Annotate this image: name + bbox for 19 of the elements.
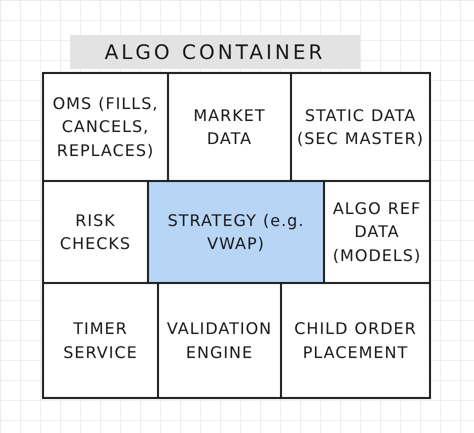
- component-box: [147, 180, 325, 284]
- component-box: [290, 72, 431, 182]
- component-box: [167, 72, 292, 182]
- box-label: MARKET DATA: [192, 104, 267, 150]
- box-label: OMS (FILLS, CANCELS, REPLACES): [52, 93, 160, 162]
- container-title: ALGO CONTAINER: [70, 35, 360, 69]
- box-label: TIMER SERVICE: [62, 318, 139, 364]
- box-label: STATIC DATA (SEC MASTER): [296, 104, 425, 150]
- box-label: ALGO REF DATA (MODELS): [332, 198, 422, 267]
- box-label: STRATEGY (e.g. VWAP): [166, 210, 306, 255]
- component-box: [42, 282, 159, 399]
- box-label: RISK CHECKS: [58, 210, 132, 255]
- component-box: [323, 180, 431, 284]
- component-box: [280, 282, 431, 399]
- component-box: [157, 282, 282, 399]
- box-label: VALIDATION ENGINE: [166, 318, 274, 364]
- box-label: CHILD ORDER PLACEMENT: [293, 318, 418, 364]
- component-box: [42, 180, 149, 284]
- component-box: [42, 72, 169, 182]
